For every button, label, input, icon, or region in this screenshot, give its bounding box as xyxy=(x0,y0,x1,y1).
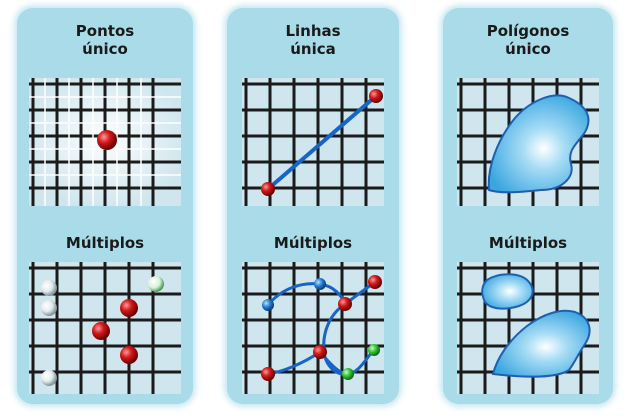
line-segment xyxy=(266,94,378,191)
line-segment xyxy=(322,302,376,376)
line-vertex xyxy=(338,297,352,311)
points-single-grid xyxy=(29,78,181,206)
line-vertex xyxy=(368,275,382,289)
line-vertex xyxy=(262,299,274,311)
line-vertex xyxy=(342,368,354,380)
point-marker xyxy=(41,280,57,296)
points-single-caption: Pontos único xyxy=(75,22,135,58)
line-vertex xyxy=(314,278,326,290)
line-vertex xyxy=(313,345,327,359)
points-multiple-grid xyxy=(29,262,181,394)
lines-multiple-grid xyxy=(242,262,384,394)
lines-single-grid xyxy=(242,78,384,206)
point-marker xyxy=(120,299,138,317)
line-vertex xyxy=(368,344,380,356)
grid-lines xyxy=(29,262,181,394)
line-vertex xyxy=(261,367,275,381)
polygons-multiple-caption: Múltiplos xyxy=(488,234,568,252)
lines-single-caption: Linhas única xyxy=(285,22,341,58)
polygon-shape xyxy=(491,309,591,378)
line-vertex xyxy=(261,182,275,196)
points-multiple-caption: Múltiplos xyxy=(65,234,145,252)
polygons-single-grid xyxy=(457,78,599,206)
polygon-shape xyxy=(481,273,534,310)
line-vertex xyxy=(369,89,383,103)
point-marker xyxy=(120,346,138,364)
polygon-shape xyxy=(487,94,590,194)
point-marker xyxy=(97,130,117,150)
point-marker xyxy=(148,276,164,292)
point-marker xyxy=(41,370,57,386)
lines-multiple-caption: Múltiplos xyxy=(273,234,353,252)
point-marker xyxy=(92,322,110,340)
polygons-multiple-grid xyxy=(457,262,599,394)
polygons-single-caption: Polígonos único xyxy=(486,22,570,58)
point-marker xyxy=(41,300,57,316)
